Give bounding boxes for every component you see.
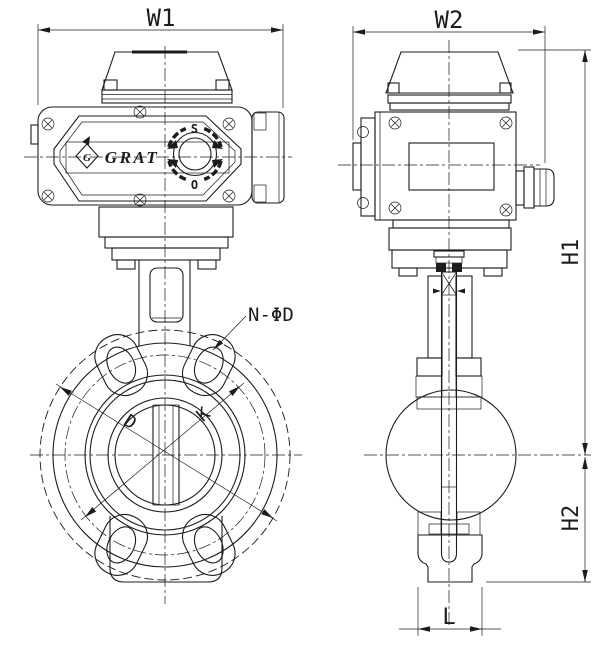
bolt-slot [193,346,224,384]
bottom-bushing [456,511,481,536]
dim-h2: H2 [486,457,591,583]
packing-gland [455,375,483,398]
name-plate [65,141,230,174]
dim-w2: W2 [352,6,546,163]
dim-k: K [80,382,245,521]
dim-w2-label: W2 [435,6,464,34]
dial-open-label: O [191,178,198,192]
position-dial: S O [167,122,223,192]
logo-letter: G [83,152,91,164]
dim-l-label: L [442,605,455,630]
brand-name: GRAT [105,148,159,167]
dim-bolt-holes: N-ΦD [212,304,294,351]
bolt-slot [106,526,137,564]
dim-h2-label: H2 [559,505,584,532]
valve-section [385,271,517,583]
actuator-cap-front [101,50,233,104]
actuator-body-side [352,111,555,221]
dim-h1: H1 [518,49,591,455]
bolt-slot [106,346,137,384]
mounting-bracket-front [98,206,234,270]
front-view: W1 [24,4,302,604]
side-view: W2 [338,6,591,636]
valve-neck-front [138,260,191,346]
bottom-bushing [417,511,442,536]
dim-d-label: D [120,411,141,435]
brand-logo: G [75,136,99,169]
actuator-body-front: G GRAT S O [30,105,285,207]
bolt-holes-label: N-ΦD [248,304,294,326]
actuator-cap-side [385,51,514,111]
dim-h1-label: H1 [559,239,584,266]
cable-gland [515,166,555,209]
dial-shut-label: S [191,122,198,136]
dim-k-label: K [193,403,215,426]
dim-w1-label: W1 [147,4,176,32]
dim-l: L [399,587,501,636]
dim-w1: W1 [37,4,284,108]
bolt-slot [193,526,224,564]
mounting-bracket-side [388,219,512,277]
